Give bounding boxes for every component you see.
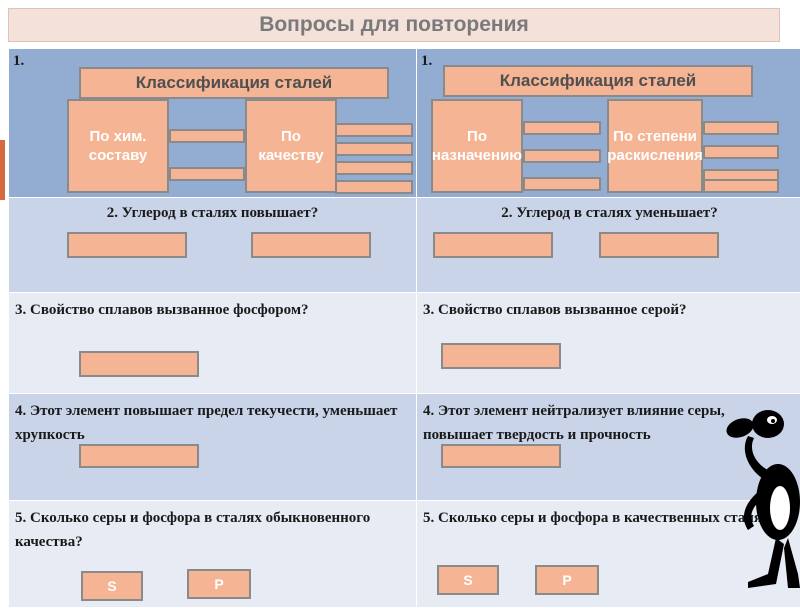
branch-purpose-box: По назначению — [431, 99, 523, 193]
answer-box[interactable] — [67, 232, 187, 258]
question-text: 3. Свойство сплавов вызванное серой? — [417, 293, 800, 322]
slide-title: Вопросы для повторения — [259, 13, 529, 37]
question-number: 1. — [13, 53, 24, 70]
question-text: 2. Углерод в сталях уменьшает? — [417, 198, 800, 225]
left-question-1: 1. Классификация сталей По хим. составу … — [9, 49, 417, 198]
answer-slot[interactable] — [335, 161, 413, 175]
question-number: 1. — [421, 53, 432, 70]
answer-slot[interactable] — [523, 149, 601, 163]
answer-slot[interactable] — [523, 177, 601, 191]
answer-slot[interactable] — [335, 180, 413, 194]
left-question-5: 5. Сколько серы и фосфора в сталях обыкн… — [9, 501, 417, 608]
answer-box[interactable] — [79, 444, 199, 468]
question-row-5: 5. Сколько серы и фосфора в сталях обыкн… — [9, 501, 800, 608]
question-text: 2. Углерод в сталях повышает? — [9, 198, 416, 225]
answer-box[interactable] — [251, 232, 371, 258]
answer-box[interactable] — [433, 232, 553, 258]
phosphorus-answer-box[interactable]: P — [187, 569, 251, 599]
answer-box[interactable] — [441, 343, 561, 369]
branch-quality-box: По качеству — [245, 99, 337, 193]
question-row-1: 1. Классификация сталей По хим. составу … — [9, 49, 800, 198]
slide-title-bar: Вопросы для повторения — [8, 8, 780, 42]
answer-slot[interactable] — [335, 123, 413, 137]
question-row-4: 4. Этот элемент повышает предел текучест… — [9, 394, 800, 501]
sulfur-answer-box[interactable]: S — [81, 571, 143, 601]
answer-box[interactable] — [599, 232, 719, 258]
left-question-4: 4. Этот элемент повышает предел текучест… — [9, 394, 417, 501]
classification-header-box: Классификация сталей — [443, 65, 753, 97]
left-question-3: 3. Свойство сплавов вызванное фосфором? — [9, 293, 417, 394]
answer-slot[interactable] — [523, 121, 601, 135]
answer-slot[interactable] — [169, 129, 245, 143]
answer-slot[interactable] — [703, 121, 779, 135]
answer-slot[interactable] — [335, 142, 413, 156]
right-question-3: 3. Свойство сплавов вызванное серой? — [417, 293, 800, 394]
answer-slot[interactable] — [169, 167, 245, 181]
left-accent-bar — [0, 140, 5, 200]
sulfur-answer-box[interactable]: S — [437, 565, 499, 595]
right-question-1: 1. Классификация сталей По назначению По… — [417, 49, 800, 198]
answer-slot[interactable] — [703, 179, 779, 193]
thinking-mouse-illustration — [718, 398, 800, 600]
question-row-3: 3. Свойство сплавов вызванное фосфором? … — [9, 293, 800, 394]
left-question-2: 2. Углерод в сталях повышает? — [9, 198, 417, 293]
branch-deoxidation-box: По степени раскисления — [607, 99, 703, 193]
classification-header-box: Классификация сталей — [79, 67, 389, 99]
answer-slot[interactable] — [703, 145, 779, 159]
answer-box[interactable] — [79, 351, 199, 377]
right-question-2: 2. Углерод в сталях уменьшает? — [417, 198, 800, 293]
questions-table: 1. Классификация сталей По хим. составу … — [8, 48, 800, 608]
question-text: 4. Этот элемент повышает предел текучест… — [9, 394, 416, 447]
branch-chemical-box: По хим. составу — [67, 99, 169, 193]
question-text: 5. Сколько серы и фосфора в сталях обыкн… — [9, 501, 416, 554]
answer-box[interactable] — [441, 444, 561, 468]
question-row-2: 2. Углерод в сталях повышает? 2. Углерод… — [9, 198, 800, 293]
question-text: 3. Свойство сплавов вызванное фосфором? — [9, 293, 416, 322]
phosphorus-answer-box[interactable]: P — [535, 565, 599, 595]
